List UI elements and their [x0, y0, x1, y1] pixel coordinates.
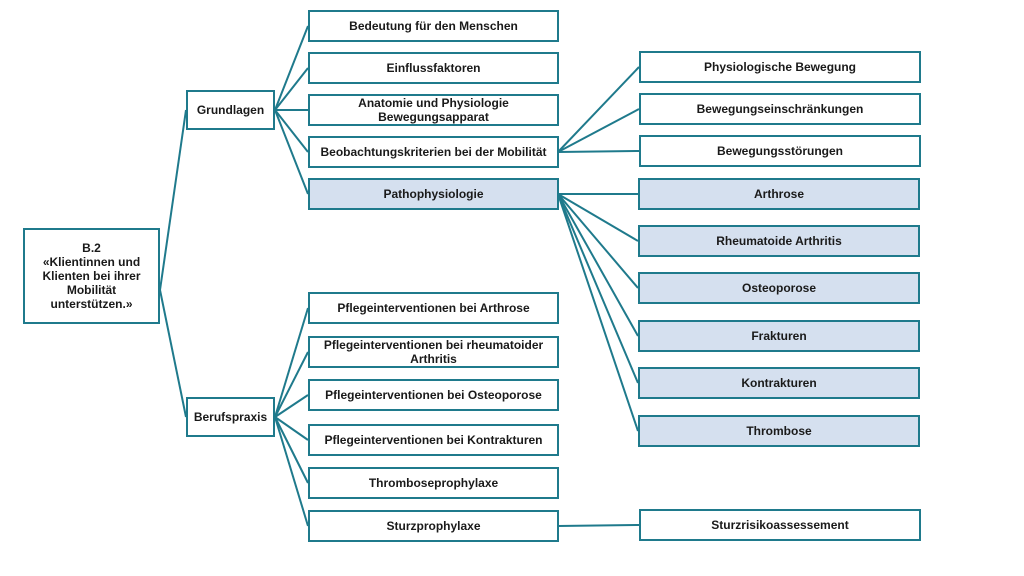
- node-pathophysiologie-label: Pathophysiologie: [383, 187, 484, 201]
- node-pathophysiologie: Pathophysiologie: [308, 178, 559, 210]
- node-pi-osteoporose: Pflegeinterventionen bei Osteoporose: [308, 379, 559, 411]
- node-sturzprophylaxe-label: Sturzprophylaxe: [386, 519, 481, 533]
- connector-praxis-sturz: [274, 416, 309, 527]
- node-bedeutung: Bedeutung für den Menschen: [308, 10, 559, 42]
- node-thromboseprophylaxe-label: Thromboseprophylaxe: [368, 476, 499, 490]
- node-anatomie-label: Anatomie und Physiologie Bewegungsappara…: [358, 96, 509, 124]
- node-beobachtung: Beobachtungskriterien bei der Mobilität: [308, 136, 559, 168]
- connector-praxis-kontrakt: [274, 416, 309, 441]
- root-label: B.2 «Klientinnen und Klienten bei ihrer …: [42, 241, 141, 311]
- node-pi-arthrose: Pflegeinterventionen bei Arthrose: [308, 292, 559, 324]
- branch-berufspraxis-label: Berufspraxis: [193, 410, 268, 424]
- branch-grundlagen: Grundlagen: [186, 90, 275, 130]
- node-arthrose: Arthrose: [638, 178, 920, 210]
- node-einflussfaktoren: Einflussfaktoren: [308, 52, 559, 84]
- connector-grundlagen-patho: [274, 109, 309, 195]
- node-bewegungseinschraenkungen-label: Bewegungseinschränkungen: [696, 102, 864, 116]
- node-kontrakturen-label: Kontrakturen: [741, 376, 817, 390]
- connector-beobachtung-einschraenkungen: [557, 108, 640, 153]
- connector-patho-rheuma: [557, 193, 639, 242]
- root-node: B.2 «Klientinnen und Klienten bei ihrer …: [23, 228, 160, 324]
- node-bedeutung-label: Bedeutung für den Menschen: [349, 19, 518, 33]
- connector-patho-thrombose: [557, 193, 639, 432]
- node-pi-rheuma: Pflegeinterventionen bei rheumatoider Ar…: [308, 336, 559, 368]
- node-thromboseprophylaxe: Thromboseprophylaxe: [308, 467, 559, 499]
- node-physiologische-bewegung: Physiologische Bewegung: [639, 51, 921, 83]
- node-arthrose-label: Arthrose: [753, 187, 804, 201]
- branch-berufspraxis: Berufspraxis: [186, 397, 275, 437]
- node-rheumatoide-arthritis-label: Rheumatoide Arthritis: [716, 234, 842, 248]
- node-frakturen-label: Frakturen: [751, 329, 807, 343]
- connector-root-berufspraxis: [159, 289, 187, 418]
- connector-grundlagen-bedeutung: [274, 25, 309, 111]
- node-bewegungseinschraenkungen: Bewegungseinschränkungen: [639, 93, 921, 125]
- node-pi-kontrakturen: Pflegeinterventionen bei Kontrakturen: [308, 424, 559, 456]
- node-rheumatoide-arthritis: Rheumatoide Arthritis: [638, 225, 920, 257]
- node-sturzprophylaxe: Sturzprophylaxe: [308, 510, 559, 542]
- node-sturzrisikoassessement-label: Sturzrisikoassessement: [711, 518, 849, 532]
- connector-patho-osteoporose: [557, 193, 639, 289]
- node-bewegungsstoerungen: Bewegungsstörungen: [639, 135, 921, 167]
- connector-praxis-thrombose: [274, 416, 309, 484]
- node-thrombose-label: Thrombose: [746, 424, 812, 438]
- node-frakturen: Frakturen: [638, 320, 920, 352]
- connector-praxis-rheuma: [274, 351, 309, 418]
- node-osteoporose-label: Osteoporose: [741, 281, 816, 295]
- connector-patho-kontrakturen: [557, 193, 639, 384]
- node-beobachtung-label: Beobachtungskriterien bei der Mobilität: [320, 145, 547, 159]
- connector-praxis-arthrose: [274, 307, 309, 418]
- node-kontrakturen: Kontrakturen: [638, 367, 920, 399]
- connector-sturz-assessement: [557, 524, 640, 527]
- branch-grundlagen-label: Grundlagen: [196, 103, 265, 117]
- node-physiologische-bewegung-label: Physiologische Bewegung: [703, 60, 857, 74]
- connector-praxis-osteo: [274, 394, 309, 418]
- node-einflussfaktoren-label: Einflussfaktoren: [386, 61, 481, 75]
- connector-root-grundlagen: [159, 109, 187, 291]
- node-osteoporose: Osteoporose: [638, 272, 920, 304]
- node-pi-rheuma-label: Pflegeinterventionen bei rheumatoider Ar…: [323, 338, 544, 366]
- node-sturzrisikoassessement: Sturzrisikoassessement: [639, 509, 921, 541]
- connector-grundlagen-beobachtung: [274, 109, 309, 153]
- connector-beobachtung-stoerungen: [557, 150, 640, 153]
- node-pi-osteoporose-label: Pflegeinterventionen bei Osteoporose: [325, 388, 542, 402]
- node-pi-arthrose-label: Pflegeinterventionen bei Arthrose: [337, 301, 530, 315]
- connector-grundlagen-einfluss: [274, 67, 309, 111]
- node-thrombose: Thrombose: [638, 415, 920, 447]
- node-anatomie: Anatomie und Physiologie Bewegungsappara…: [308, 94, 559, 126]
- connector-beobachtung-physiologisch: [557, 66, 640, 153]
- node-pi-kontrakturen-label: Pflegeinterventionen bei Kontrakturen: [324, 433, 543, 447]
- connector-patho-frakturen: [557, 193, 639, 337]
- node-bewegungsstoerungen-label: Bewegungsstörungen: [716, 144, 843, 158]
